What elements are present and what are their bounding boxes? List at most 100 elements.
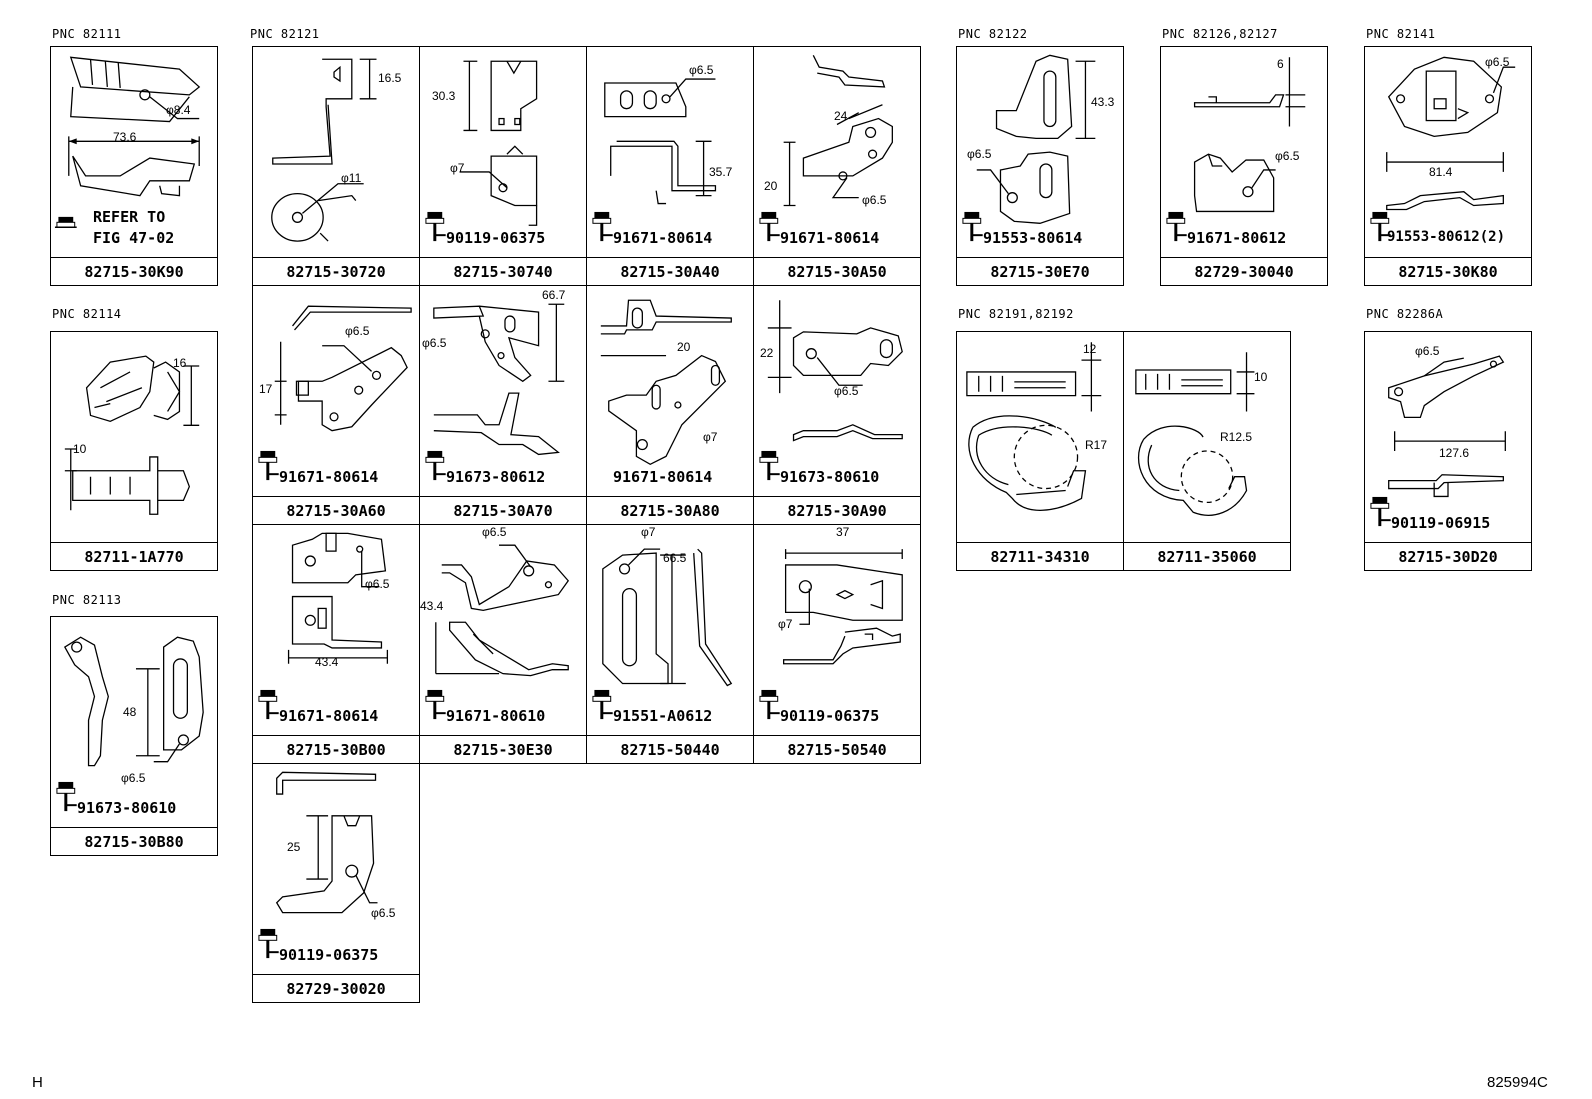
bracket-drawing xyxy=(258,305,412,481)
bolt-part-number[interactable]: 90119-06915 xyxy=(1391,514,1491,532)
diameter-label: φ6.5 xyxy=(482,525,507,539)
part-cell-82715-30A50[interactable]: 24 20 φ6.5 91671-80614 82715-30A50 xyxy=(753,46,921,286)
bracket-drawing xyxy=(759,55,893,242)
part-number[interactable]: 82715-30K80 xyxy=(1365,257,1531,285)
bolt-part-number[interactable]: 91671-80612 xyxy=(1187,229,1287,247)
diameter-label: φ6.5 xyxy=(371,906,396,920)
bolt-part-number[interactable]: 91671-80614 xyxy=(279,468,379,486)
diameter-label: φ6.5 xyxy=(834,384,859,398)
width-label: 24 xyxy=(834,109,848,123)
pnc-label-82114: PNC 82114 xyxy=(52,307,122,321)
height-label: 25 xyxy=(287,840,301,854)
bolt-part-number[interactable]: 91671-80614 xyxy=(613,468,713,486)
bolt-part-number[interactable]: 91671-80614 xyxy=(613,229,713,247)
part-cell-82715-50540[interactable]: 37 φ7 90119-06375 82715-50540 xyxy=(753,524,921,764)
part-number[interactable]: 82729-30040 xyxy=(1161,257,1327,285)
bolt-part-number[interactable]: 91671-80610 xyxy=(446,707,546,725)
part-number[interactable]: 82729-30020 xyxy=(253,974,419,1002)
bracket-drawing xyxy=(258,771,378,959)
bolt-part-number[interactable]: 91673-80610 xyxy=(780,468,880,486)
pnc-label-82191: PNC 82191,82192 xyxy=(958,307,1074,321)
diameter-label: φ6.5 xyxy=(689,63,714,77)
radius-label: R12.5 xyxy=(1220,430,1253,444)
diameter-label: φ7 xyxy=(703,430,718,444)
bolt-part-number[interactable]: 90119-06375 xyxy=(780,707,880,725)
part-cell-82715-30E30[interactable]: φ6.5 43.4 91671-80610 82715-30E30 xyxy=(419,524,587,764)
part-cell-82711-34310[interactable]: 12 R17 82711-34310 xyxy=(956,331,1124,571)
part-cell-82715-30A90[interactable]: 22 φ6.5 91673-80610 82715-30A90 xyxy=(753,285,921,525)
part-cell-82715-30K90[interactable]: φ8.4 73.6 REFER TO FIG 47-02 82715-30K90 xyxy=(50,46,218,286)
pnc-label-82113: PNC 82113 xyxy=(52,593,122,607)
part-cell-82715-50440[interactable]: φ7 66.5 91551-A0612 82715-50440 xyxy=(586,524,754,764)
diameter-label: φ6.5 xyxy=(862,193,887,207)
part-cell-82715-30B80[interactable]: 48 φ6.5 91673-80610 82715-30B80 xyxy=(50,616,218,856)
pnc-label-82126: PNC 82126,82127 xyxy=(1162,27,1278,41)
part-number[interactable]: 82715-50540 xyxy=(754,735,920,763)
height-label: 30.3 xyxy=(432,89,456,103)
part-number[interactable]: 82711-35060 xyxy=(1124,542,1290,570)
bolt-part-number[interactable]: 91551-A0612 xyxy=(613,707,713,725)
bolt-part-number[interactable]: 91553-80612(2) xyxy=(1387,229,1506,245)
part-number[interactable]: 82715-30D20 xyxy=(1365,542,1531,570)
part-cell-82715-30720[interactable]: 16.5 φ11 82715-30720 xyxy=(252,46,420,286)
bracket-drawing xyxy=(592,548,733,720)
part-number[interactable]: 82715-30E70 xyxy=(957,257,1123,285)
part-cell-82711-35060[interactable]: 10 R12.5 82711-35060 xyxy=(1123,331,1291,571)
part-number[interactable]: 82715-30740 xyxy=(420,257,586,285)
part-cell-82711-1A770[interactable]: 16 10 82711-1A770 xyxy=(50,331,218,571)
part-number[interactable]: 82715-30B80 xyxy=(51,827,217,855)
part-cell-82715-30E70[interactable]: 43.3 φ6.5 91553-80614 82715-30E70 xyxy=(956,46,1124,286)
part-number[interactable]: 82715-30720 xyxy=(253,257,419,285)
part-cell-82715-30D20[interactable]: φ6.5 127.6 90119-06915 82715-30D20 xyxy=(1364,331,1532,571)
part-number[interactable]: 82711-34310 xyxy=(957,542,1123,570)
part-number[interactable]: 82715-30B00 xyxy=(253,735,419,763)
bracket-drawing xyxy=(425,60,538,242)
pnc-label-82286a: PNC 82286A xyxy=(1366,307,1444,321)
part-cell-82715-30A70[interactable]: 66.7 φ6.5 91673-80612 82715-30A70 xyxy=(419,285,587,525)
part-number[interactable]: 82711-1A770 xyxy=(51,542,217,570)
part-number[interactable]: 82715-30A50 xyxy=(754,257,920,285)
part-cell-82715-30A60[interactable]: φ6.5 17 91671-80614 82715-30A60 xyxy=(252,285,420,525)
diameter-label: φ8.4 xyxy=(166,103,191,117)
bolt-part-number[interactable]: 91671-80614 xyxy=(279,707,379,725)
bolt-part-number[interactable]: 91671-80614 xyxy=(780,229,880,247)
length-label: 66.7 xyxy=(542,288,566,302)
part-number[interactable]: 82715-50440 xyxy=(587,735,753,763)
height-label: 22 xyxy=(760,346,774,360)
clamp-drawing xyxy=(1135,352,1255,516)
part-number[interactable]: 82715-30A40 xyxy=(587,257,753,285)
part-number[interactable]: 82715-30A60 xyxy=(253,496,419,524)
bolt-part-number[interactable]: 91673-80610 xyxy=(77,799,177,817)
bracket-drawing xyxy=(1166,57,1306,242)
footer-figure-id: 825994C xyxy=(1487,1074,1548,1091)
bolt-part-number[interactable]: 90119-06375 xyxy=(446,229,546,247)
diameter-label: φ6.5 xyxy=(1485,55,1510,69)
part-cell-82715-30A40[interactable]: φ6.5 35.7 91671-80614 82715-30A40 xyxy=(586,46,754,286)
bolt-part-number[interactable]: 90119-06375 xyxy=(279,946,379,964)
clamp-drawing xyxy=(966,342,1102,511)
part-cell-82715-30A80[interactable]: 20 φ7 91671-80614 82715-30A80 xyxy=(586,285,754,525)
bracket-drawing xyxy=(592,78,717,242)
bolt-part-number[interactable]: 91553-80614 xyxy=(983,229,1083,247)
part-number[interactable]: 82715-30A70 xyxy=(420,496,586,524)
part-number[interactable]: 82715-30E30 xyxy=(420,735,586,763)
part-number[interactable]: 82715-30A80 xyxy=(587,496,753,524)
part-cell-82715-30B00[interactable]: φ6.5 43.4 91671-80614 82715-30B00 xyxy=(252,524,420,764)
part-number[interactable]: 82715-30K90 xyxy=(51,257,217,285)
bracket-drawing xyxy=(54,56,201,229)
bracket-drawing xyxy=(759,549,903,720)
bolt-part-number[interactable]: 91673-80612 xyxy=(446,468,546,486)
diameter-label: φ6.5 xyxy=(365,577,390,591)
height-label: 66.5 xyxy=(663,551,687,565)
part-cell-82715-30K80[interactable]: φ6.5 81.4 91553-80612(2) 82715-30K80 xyxy=(1364,46,1532,286)
width-label: 37 xyxy=(836,525,850,539)
part-cell-82729-30040[interactable]: 6 φ6.5 91671-80612 82729-30040 xyxy=(1160,46,1328,286)
bracket-drawing xyxy=(759,300,903,481)
diameter-label: φ6.5 xyxy=(422,336,447,350)
bracket-drawing xyxy=(600,299,732,466)
part-cell-82729-30020[interactable]: 25 φ6.5 90119-06375 82729-30020 xyxy=(252,763,420,1003)
width-label: 10 xyxy=(73,442,87,456)
diameter-label: φ7 xyxy=(450,161,465,175)
part-number[interactable]: 82715-30A90 xyxy=(754,496,920,524)
part-cell-82715-30740[interactable]: 30.3 φ7 90119-06375 82715-30740 xyxy=(419,46,587,286)
